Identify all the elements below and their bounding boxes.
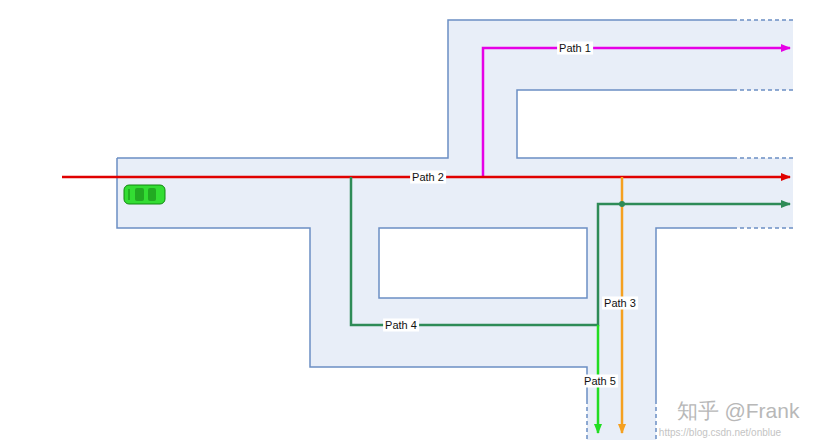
path-1-line: [483, 48, 790, 177]
path-4-line: [351, 177, 790, 325]
path-label: Path 2: [410, 171, 446, 184]
path-label: Path 5: [582, 375, 618, 388]
path-label: Path 1: [557, 42, 593, 55]
path-label: Path 3: [602, 297, 638, 310]
road-surface: [117, 20, 793, 440]
road-borders: [117, 20, 793, 440]
watermark: 知乎 @Frank: [677, 397, 800, 425]
path-label: Path 4: [383, 319, 419, 332]
island: [379, 228, 587, 298]
crossing-dot: [619, 201, 625, 207]
car: [124, 185, 165, 204]
watermark: https://blog.csdn.net/onblue: [659, 427, 781, 438]
